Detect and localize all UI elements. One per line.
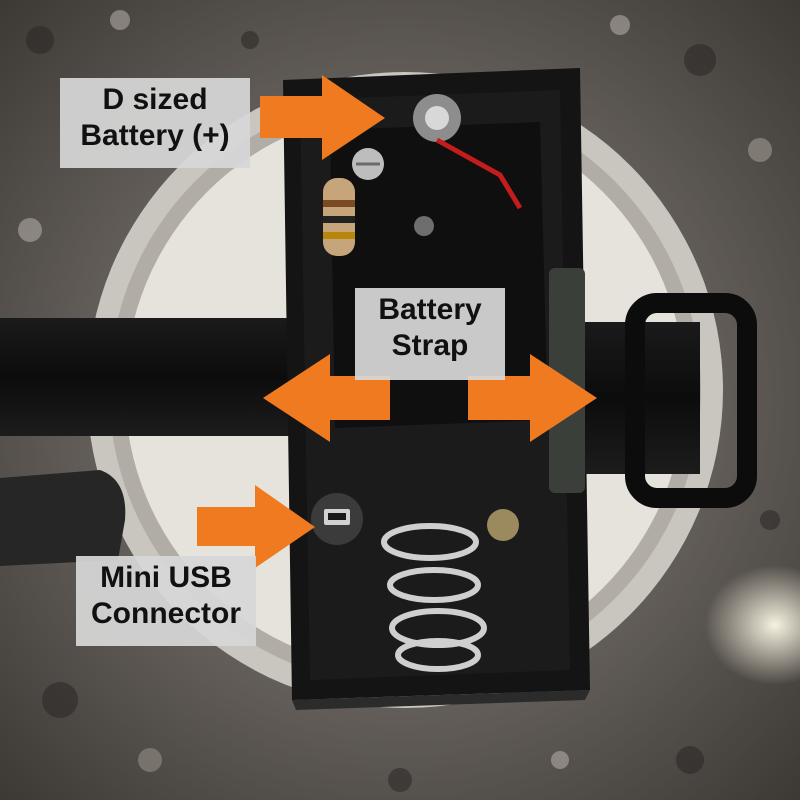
label-line: Mini USB [100,561,232,594]
label-mini-usb-connector: Mini USB Connector [76,556,256,646]
velcro-patch [0,470,126,566]
battery-spring [381,523,487,672]
rivet [414,216,434,236]
label-line: Battery (+) [80,119,230,152]
label-line: Connector [91,597,241,630]
strap-buckle [625,293,757,508]
label-battery-strap: Battery Strap [355,288,505,380]
light-glare [705,565,800,685]
orange-arrow-right [197,485,315,568]
label-d-sized-battery: D sized Battery (+) [60,78,250,168]
label-line: Battery [378,293,482,326]
label-line: D sized [102,83,208,116]
orange-arrow-right [260,75,385,160]
label-line: Strap [391,329,469,362]
negative-contact [487,509,519,541]
battery-strap-left [0,318,300,436]
red-wire [435,137,523,210]
